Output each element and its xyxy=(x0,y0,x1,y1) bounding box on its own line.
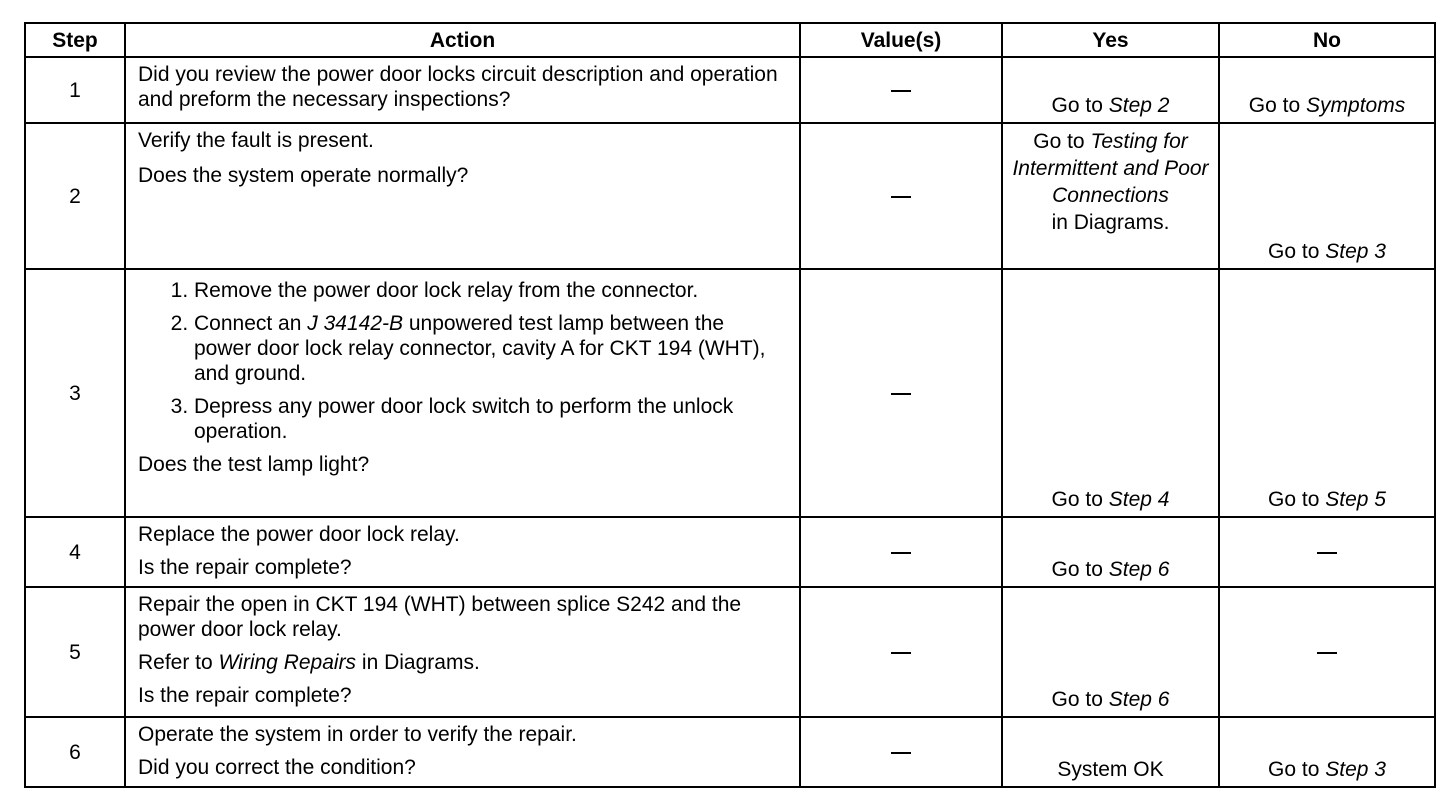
yes-cell: Go to Step 2 xyxy=(1001,56,1220,124)
action-text: Verify the fault is present. xyxy=(138,129,374,152)
action-text: Did you review the power door locks circ… xyxy=(138,63,778,111)
value-cell xyxy=(799,586,1003,718)
dash-mark xyxy=(1317,651,1337,654)
dash-mark xyxy=(891,195,911,198)
step-number: 3 xyxy=(24,268,126,518)
value-cell xyxy=(799,56,1003,124)
header-yes: Yes xyxy=(1001,22,1220,58)
header-values: Value(s) xyxy=(799,22,1003,58)
yes-prefix: Go to xyxy=(1051,94,1103,117)
action-cell: Replace the power door lock relay. Is th… xyxy=(124,516,801,588)
no-cell xyxy=(1218,516,1436,588)
action-question: Is the repair complete? xyxy=(138,684,352,707)
refer-prefix: Refer to xyxy=(138,651,213,674)
no-cell: Go to Symptoms xyxy=(1218,56,1436,124)
yes-link[interactable]: Step 4 xyxy=(1108,488,1170,511)
step-number: 1 xyxy=(24,56,126,124)
table-row: 3 Remove the power door lock relay from … xyxy=(24,268,1436,518)
header-action: Action xyxy=(124,22,801,58)
header-no: No xyxy=(1218,22,1436,58)
procedure-step: Remove the power door lock relay from th… xyxy=(194,278,787,303)
dash-mark xyxy=(1317,551,1337,554)
diagnostic-table: Step Action Value(s) Yes No 1 Did you re… xyxy=(24,22,1436,788)
no-link[interactable]: Symptoms xyxy=(1306,94,1406,117)
action-question: Does the system operate normally? xyxy=(138,164,469,187)
step-number: 5 xyxy=(24,586,126,718)
dash-mark xyxy=(891,651,911,654)
no-link[interactable]: Step 5 xyxy=(1325,488,1386,511)
no-link[interactable]: Step 3 xyxy=(1325,758,1386,781)
header-row: Step Action Value(s) Yes No xyxy=(24,22,1436,58)
tool-number: J 34142-B xyxy=(307,312,403,335)
no-prefix: Go to xyxy=(1268,488,1320,511)
no-cell: Go to Step 5 xyxy=(1218,268,1436,518)
no-prefix: Go to xyxy=(1268,758,1320,781)
action-question: Does the test lamp light? xyxy=(138,453,370,476)
table-row: 6 Operate the system in order to verify … xyxy=(24,716,1436,788)
dash-mark xyxy=(891,392,911,395)
yes-link[interactable]: Step 6 xyxy=(1108,558,1170,581)
yes-link[interactable]: Step 2 xyxy=(1108,94,1170,117)
procedure-list: Remove the power door lock relay from th… xyxy=(138,278,787,444)
table-row: 2 Verify the fault is present. Does the … xyxy=(24,122,1436,270)
action-question: Did you correct the condition? xyxy=(138,756,416,779)
no-cell: Go to Step 3 xyxy=(1218,122,1436,270)
dash-mark xyxy=(891,751,911,754)
action-cell: Operate the system in order to verify th… xyxy=(124,716,801,788)
yes-cell: Go to Step 6 xyxy=(1001,586,1220,718)
action-question: Is the repair complete? xyxy=(138,556,352,579)
yes-prefix: Go to xyxy=(1033,130,1085,153)
procedure-step: Depress any power door lock switch to pe… xyxy=(194,394,787,444)
header-step: Step xyxy=(24,22,126,58)
value-cell xyxy=(799,516,1003,588)
dash-mark xyxy=(891,551,911,554)
step-number: 6 xyxy=(24,716,126,788)
action-cell: Remove the power door lock relay from th… xyxy=(124,268,801,518)
table-row: 5 Repair the open in CKT 194 (WHT) betwe… xyxy=(24,586,1436,718)
yes-cell: Go to Step 4 xyxy=(1001,268,1220,518)
action-cell: Repair the open in CKT 194 (WHT) between… xyxy=(124,586,801,718)
value-cell xyxy=(799,122,1003,270)
yes-prefix: Go to xyxy=(1051,488,1103,511)
table-row: 1 Did you review the power door locks ci… xyxy=(24,56,1436,124)
procedure-text: Connect an xyxy=(194,312,302,335)
table-row: 4 Replace the power door lock relay. Is … xyxy=(24,516,1436,588)
dash-mark xyxy=(891,89,911,92)
action-cell: Verify the fault is present. Does the sy… xyxy=(124,122,801,270)
yes-cell: Go to Step 6 xyxy=(1001,516,1220,588)
yes-prefix: Go to xyxy=(1051,688,1103,711)
yes-cell: Go to Testing for Intermittent and Poor … xyxy=(1001,122,1220,270)
action-text: Repair the open in CKT 194 (WHT) between… xyxy=(138,593,742,641)
no-cell: Go to Step 3 xyxy=(1218,716,1436,788)
value-cell xyxy=(799,268,1003,518)
action-text: Replace the power door lock relay. xyxy=(138,523,460,546)
no-cell xyxy=(1218,586,1436,718)
yes-text: System OK xyxy=(1057,758,1164,781)
procedure-step: Connect an J 34142-B unpowered test lamp… xyxy=(194,311,787,386)
refer-suffix: in Diagrams. xyxy=(361,651,480,674)
step-number: 4 xyxy=(24,516,126,588)
action-cell: Did you review the power door locks circ… xyxy=(124,56,801,124)
yes-prefix: Go to xyxy=(1051,558,1103,581)
value-cell xyxy=(799,716,1003,788)
yes-suffix: in Diagrams. xyxy=(1051,211,1170,234)
procedure-text: unpowered test lamp between the power do… xyxy=(194,312,766,385)
yes-link[interactable]: Testing for Intermittent and Poor Connec… xyxy=(1012,130,1209,207)
yes-link[interactable]: Step 6 xyxy=(1108,688,1170,711)
refer-link[interactable]: Wiring Repairs xyxy=(218,651,357,674)
no-link[interactable]: Step 3 xyxy=(1325,240,1386,263)
action-text: Operate the system in order to verify th… xyxy=(138,723,577,746)
action-reference: Refer to Wiring Repairs in Diagrams. xyxy=(138,650,787,675)
yes-cell: System OK xyxy=(1001,716,1220,788)
no-prefix: Go to xyxy=(1248,94,1301,117)
step-number: 2 xyxy=(24,122,126,270)
no-prefix: Go to xyxy=(1268,240,1320,263)
